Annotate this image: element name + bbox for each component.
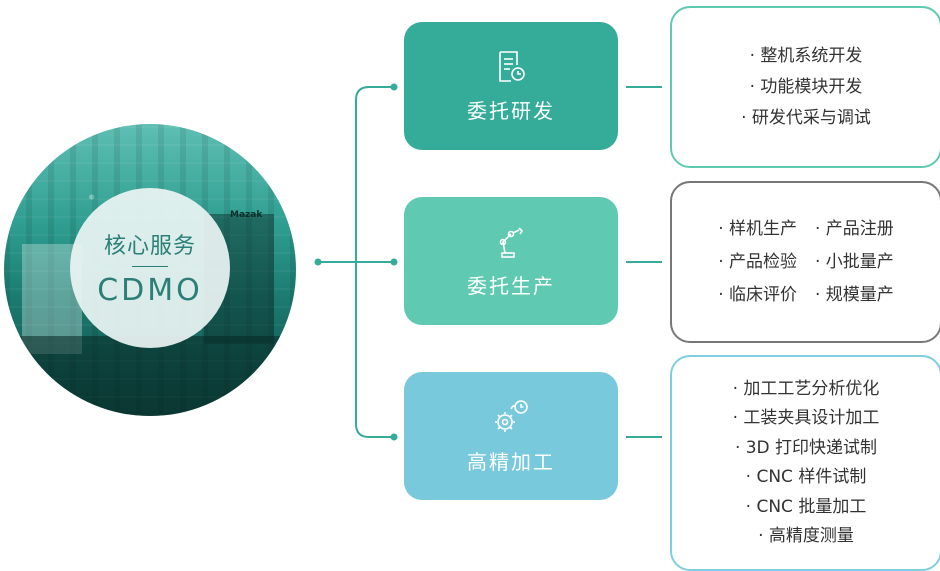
service-box-production: 委托生产 bbox=[404, 197, 618, 325]
detail-panel-rnd: · 整机系统开发 · 功能模块开发 · 研发代采与调试 bbox=[670, 6, 940, 168]
machining-item: · 高精度测量 bbox=[758, 526, 854, 546]
machining-item: · 加工工艺分析优化 bbox=[732, 378, 880, 399]
branch-top bbox=[355, 86, 394, 262]
branch-dot-middle bbox=[390, 258, 398, 266]
production-item: · 规模量产 bbox=[815, 284, 894, 305]
service-label-machining: 高精加工 bbox=[467, 449, 555, 474]
branch-bottom bbox=[355, 262, 394, 438]
machining-item: · 工装夹具设计加工 bbox=[732, 408, 880, 428]
production-item: · 小批量产 bbox=[815, 251, 894, 272]
production-item-grid: · 样机生产 · 产品注册 · 产品检验 · 小批量产 · 临床评价 · 规模量… bbox=[718, 213, 894, 312]
robot-arm-icon bbox=[499, 226, 524, 258]
service-label-rnd: 委托研发 bbox=[467, 98, 555, 123]
branch-dot-bottom bbox=[390, 433, 398, 441]
production-item: · 临床评价 bbox=[718, 284, 797, 305]
hub-dot bbox=[314, 258, 322, 266]
rnd-item: · 研发代采与调试 bbox=[741, 107, 871, 128]
service-box-machining: 高精加工 bbox=[404, 372, 618, 500]
hub-label-circle: 核心服务 CDMO bbox=[70, 188, 230, 348]
service-label-production: 委托生产 bbox=[467, 273, 555, 298]
detail-panel-machining: · 加工工艺分析优化 · 工装夹具设计加工 · 3D 打印快递试制 · CNC … bbox=[670, 355, 940, 571]
production-item: · 样机生产 bbox=[718, 218, 797, 239]
hub-divider bbox=[132, 266, 168, 267]
branch-dot-top bbox=[390, 83, 398, 91]
machining-item: · CNC 批量加工 bbox=[745, 496, 867, 517]
rnd-item: · 整机系统开发 bbox=[749, 45, 863, 66]
production-item: · 产品检验 bbox=[718, 251, 797, 272]
hub-subtitle: CDMO bbox=[97, 273, 203, 308]
hub-title: 核心服务 bbox=[103, 234, 196, 259]
service-box-rnd: 委托研发 bbox=[404, 22, 618, 150]
detail-panel-production: · 样机生产 · 产品注册 · 产品检验 · 小批量产 · 临床评价 · 规模量… bbox=[670, 181, 940, 343]
machining-item: · CNC 样件试制 bbox=[745, 467, 867, 487]
rnd-item: · 功能模块开发 bbox=[749, 76, 863, 97]
machining-item: · 3D 打印快递试制 bbox=[734, 437, 878, 458]
gear-clock-icon bbox=[495, 399, 528, 432]
production-item: · 产品注册 bbox=[815, 218, 894, 239]
machine-brand-label: Mazak bbox=[230, 210, 263, 220]
document-clock-icon bbox=[499, 50, 525, 82]
lab-floor bbox=[4, 336, 296, 416]
